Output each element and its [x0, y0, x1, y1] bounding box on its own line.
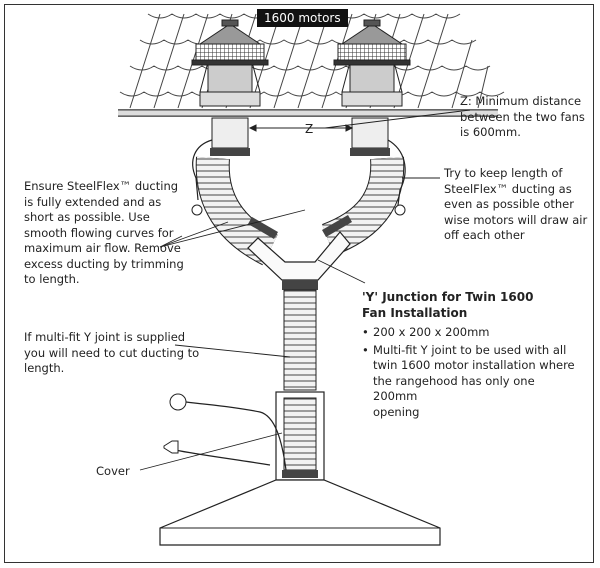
multifit-note-line: If multi-fit Y joint is supplied	[24, 330, 186, 344]
cover-label: Cover	[96, 464, 130, 478]
spec-line: twin 1600 motor installation where	[373, 358, 575, 372]
power-socket-icon	[169, 393, 187, 411]
z-dimension	[248, 109, 471, 132]
z-note-line: Z: Minimum distance	[460, 94, 582, 108]
duct-length-note-line: Try to keep length of	[444, 166, 563, 180]
multifit-note: If multi-fit Y joint is supplied you wil…	[24, 330, 204, 377]
ensure-note-line: to length.	[24, 272, 80, 286]
power-cords	[174, 139, 406, 471]
y-junction-specs: 200 x 200 x 200mm Multi-fit Y joint to b…	[362, 325, 582, 420]
right-roof-fan	[333, 19, 411, 107]
duct-length-note-line: SteelFlex™ ducting as	[444, 181, 572, 196]
left-clamp	[210, 148, 250, 156]
ensure-note-line: maximum air flow. Remove	[24, 241, 181, 255]
spec-item: Multi-fit Y joint to be used with all tw…	[362, 342, 582, 421]
left-flex-duct	[195, 156, 279, 266]
spec-line: 200 x 200 x 200mm	[373, 325, 490, 339]
z-note-line: between the two fans	[460, 109, 585, 124]
left-motor-housing	[211, 117, 249, 149]
y-junction-shape	[247, 231, 351, 281]
duct-length-note-line: off each other	[444, 228, 525, 242]
right-motor-housing	[351, 117, 389, 149]
duct-length-note: Try to keep length of SteelFlex™ ducting…	[444, 166, 592, 244]
roof-tiles	[119, 13, 505, 109]
duct-length-note-line: wise motors will draw air	[444, 212, 588, 227]
leader-lines	[139, 177, 440, 471]
spec-line: opening	[373, 404, 420, 419]
rangehood-canopy	[159, 479, 441, 546]
ensure-note-line: smooth flowing curves for	[24, 225, 174, 240]
y-junction-title: Fan Installation	[362, 305, 468, 320]
y-junction-callout: 'Y' Junction for Twin 1600 Fan Installat…	[362, 290, 582, 422]
y-junction-clamp	[282, 280, 318, 290]
z-letter: Z	[305, 122, 314, 136]
z-note-line: is 600mm.	[460, 125, 521, 139]
plug-icon	[163, 440, 179, 454]
spec-line: the rangehood has only one 200mm	[373, 373, 535, 404]
left-roof-fan	[191, 19, 269, 107]
ensure-note-line: Ensure SteelFlex™ ducting	[24, 179, 179, 193]
right-clamp	[350, 148, 390, 156]
diagram-frame	[4, 4, 594, 563]
main-flex-duct	[283, 289, 317, 391]
duct-length-note-line: even as possible other	[444, 197, 574, 211]
ensure-ducting-note: Ensure SteelFlex™ ducting is fully exten…	[24, 179, 192, 288]
ensure-note-line: short as possible. Use	[24, 210, 150, 224]
motors-badge: 1600 motors	[257, 9, 348, 27]
spec-item: 200 x 200 x 200mm	[362, 325, 582, 341]
ensure-note-line: is fully extended and as	[24, 194, 162, 209]
ensure-note-line: excess ducting by trimming	[24, 256, 184, 271]
multifit-note-line: length.	[24, 361, 65, 375]
y-junction-title: 'Y' Junction for Twin 1600	[362, 290, 534, 304]
z-note: Z: Minimum distance between the two fans…	[460, 94, 592, 141]
multifit-note-line: you will need to cut ducting to	[24, 345, 200, 360]
spec-line: Multi-fit Y joint to be used with all	[373, 342, 567, 357]
